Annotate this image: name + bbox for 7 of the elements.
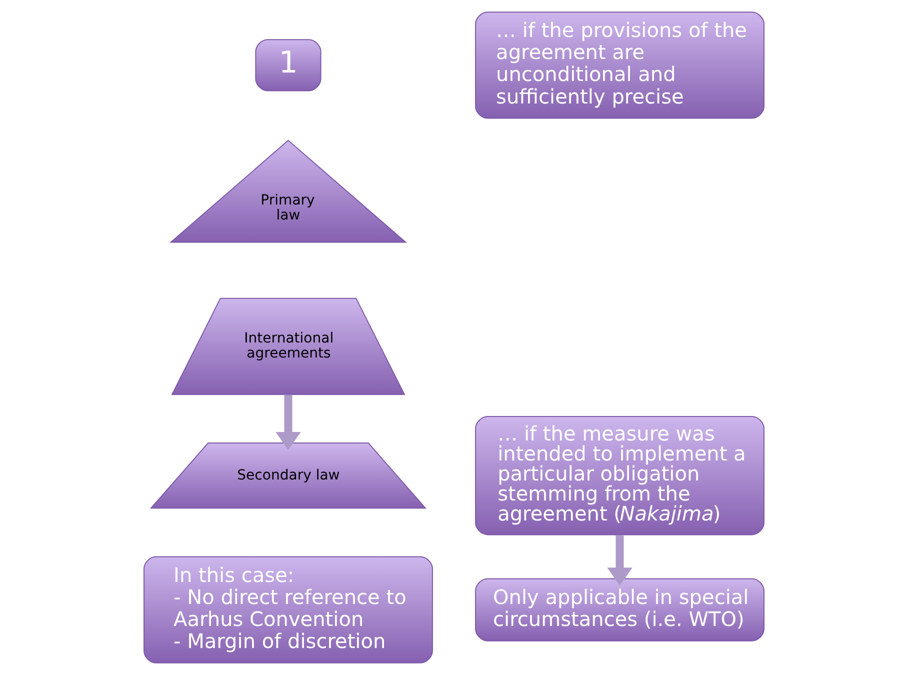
node-box: Only applicable in special circumstances (i.e. WTO) — [475, 578, 764, 642]
node-box: In this case: - No direct reference to Aarhus Convention - Margin of discretion — [144, 556, 433, 664]
arrow — [276, 394, 301, 450]
node-box: 1 — [255, 39, 322, 92]
node-box: … if the measure was intended to implement a particular obligation stemming from the agreement (Nakajima) — [475, 416, 764, 536]
arrow — [607, 534, 632, 586]
node-box: … if the provisions of the agreement are unconditional and sufficiently precise — [475, 12, 764, 119]
